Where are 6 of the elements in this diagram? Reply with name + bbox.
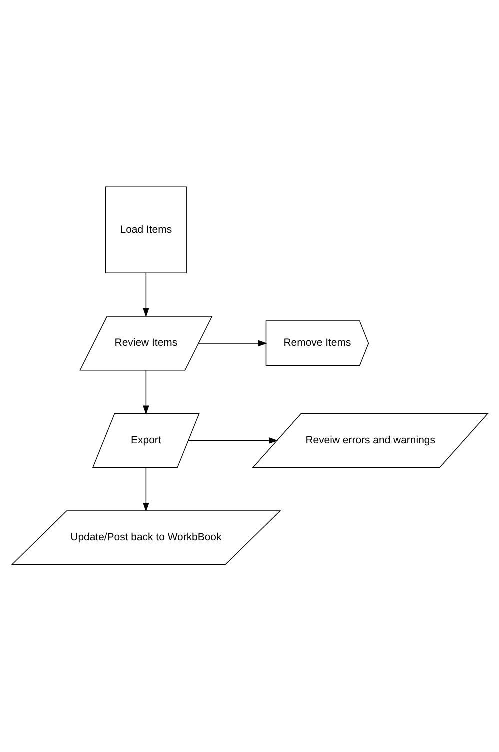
arrow	[142, 370, 149, 415]
arrow	[188, 438, 278, 444]
arrow	[142, 468, 149, 512]
arrow	[198, 340, 267, 347]
node-box: Load Items	[104, 186, 186, 274]
arrow	[142, 272, 149, 318]
